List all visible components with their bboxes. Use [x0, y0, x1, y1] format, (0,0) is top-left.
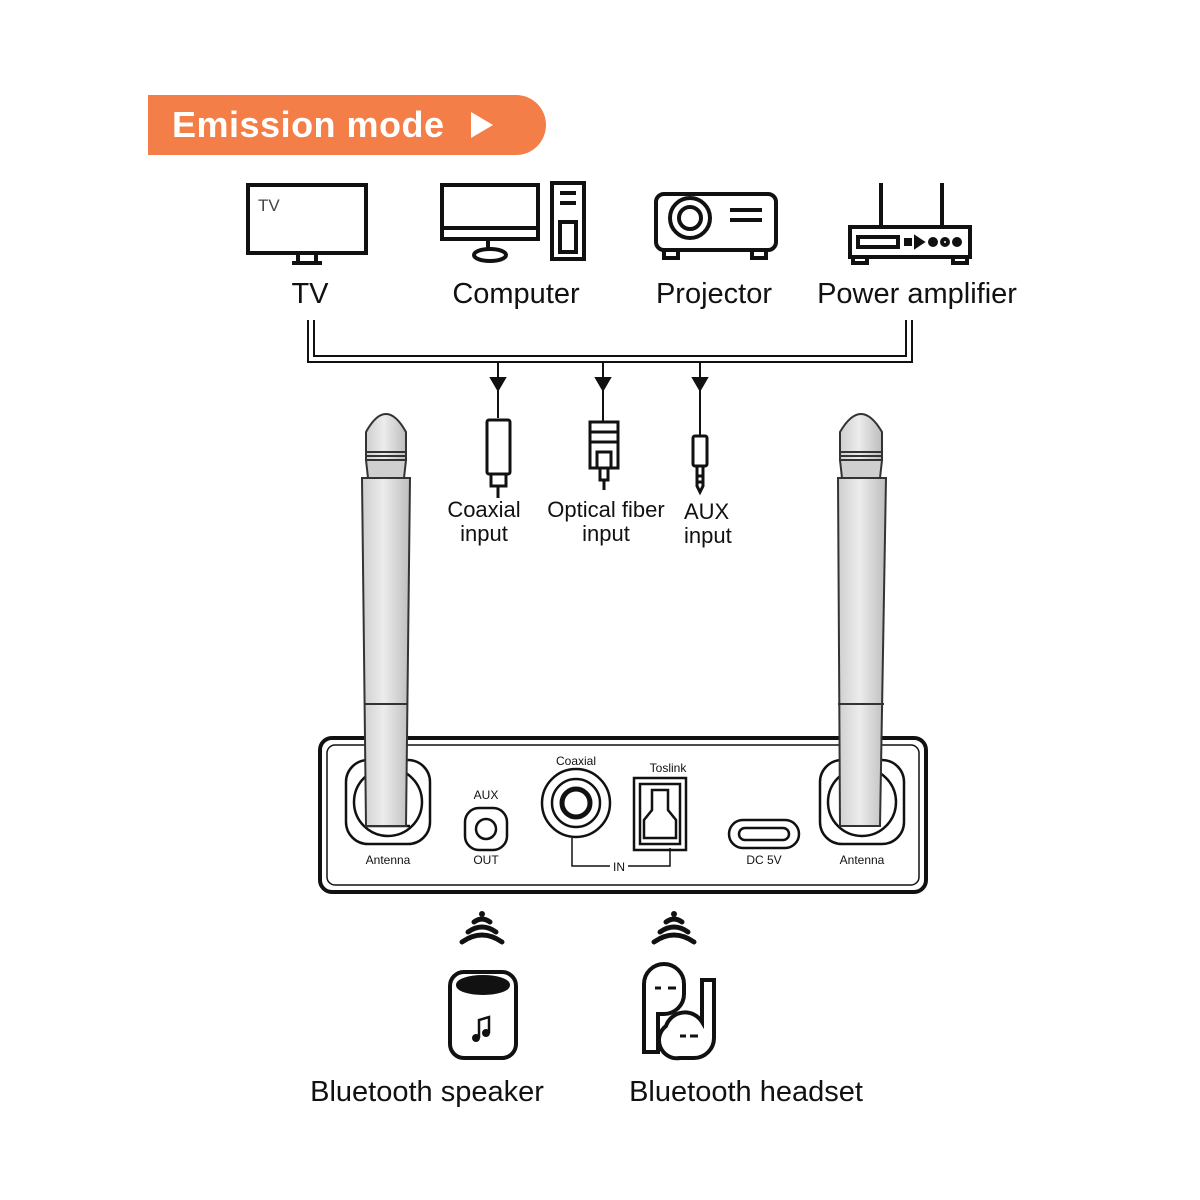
toslink-jack [632, 776, 688, 852]
coaxial-plug-icon [485, 418, 512, 498]
banner-title: Emission mode [172, 104, 445, 145]
input-label-optical-line2: input [582, 521, 630, 546]
panel-label-antenna-left: Antenna [365, 853, 411, 867]
device-panel [318, 736, 928, 894]
play-arrow-icon [470, 112, 493, 138]
antenna-right [836, 413, 888, 827]
aux-out-jack [463, 806, 509, 852]
input-label-optical: Optical fiber input [534, 498, 678, 546]
panel-label-aux-top: AUX [473, 788, 499, 802]
antenna-left [360, 413, 412, 827]
projector-icon [654, 192, 778, 260]
output-label-speaker: Bluetooth speaker [310, 1076, 544, 1108]
panel-label-dc: DC 5V [746, 853, 782, 867]
panel-label-aux-bottom: OUT [473, 853, 499, 867]
bluetooth-headset-icon [642, 962, 716, 1061]
source-label-power-amplifier: Power amplifier [817, 278, 1017, 310]
coaxial-jack [540, 767, 612, 839]
power-amplifier-icon [848, 183, 972, 265]
usb-c-port [727, 818, 801, 850]
in-bracket [571, 838, 671, 867]
input-label-optical-line1: Optical fiber [547, 497, 665, 522]
emission-mode-banner: Emission mode [148, 95, 546, 155]
optical-plug-icon [588, 420, 620, 490]
bluetooth-speaker-icon [448, 970, 518, 1060]
signal-icon-headset [651, 911, 697, 945]
input-label-coaxial-line2: input [460, 521, 508, 546]
tv-icon [246, 183, 368, 265]
panel-label-toslink: Toslink [649, 761, 687, 775]
input-label-coaxial: Coaxial input [428, 498, 540, 546]
panel-label-antenna-right: Antenna [839, 853, 885, 867]
source-label-tv: TV [291, 278, 329, 310]
output-label-headset: Bluetooth headset [629, 1076, 863, 1108]
source-label-computer: Computer [452, 278, 580, 310]
connection-bracket [307, 320, 913, 363]
source-label-projector: Projector [655, 278, 773, 310]
cable-drops [489, 362, 709, 436]
input-label-aux-line1: AUX [684, 499, 730, 524]
input-label-coaxial-line1: Coaxial [447, 497, 521, 522]
panel-label-coaxial: Coaxial [555, 754, 597, 768]
aux-plug-icon [691, 434, 709, 496]
signal-icon-speaker [459, 911, 505, 945]
input-label-aux-line2: input [684, 523, 732, 548]
computer-icon [440, 181, 586, 263]
input-label-aux: AUX input [672, 500, 764, 548]
tv-screen-label: TV [258, 196, 280, 215]
panel-label-in: IN [613, 860, 625, 874]
